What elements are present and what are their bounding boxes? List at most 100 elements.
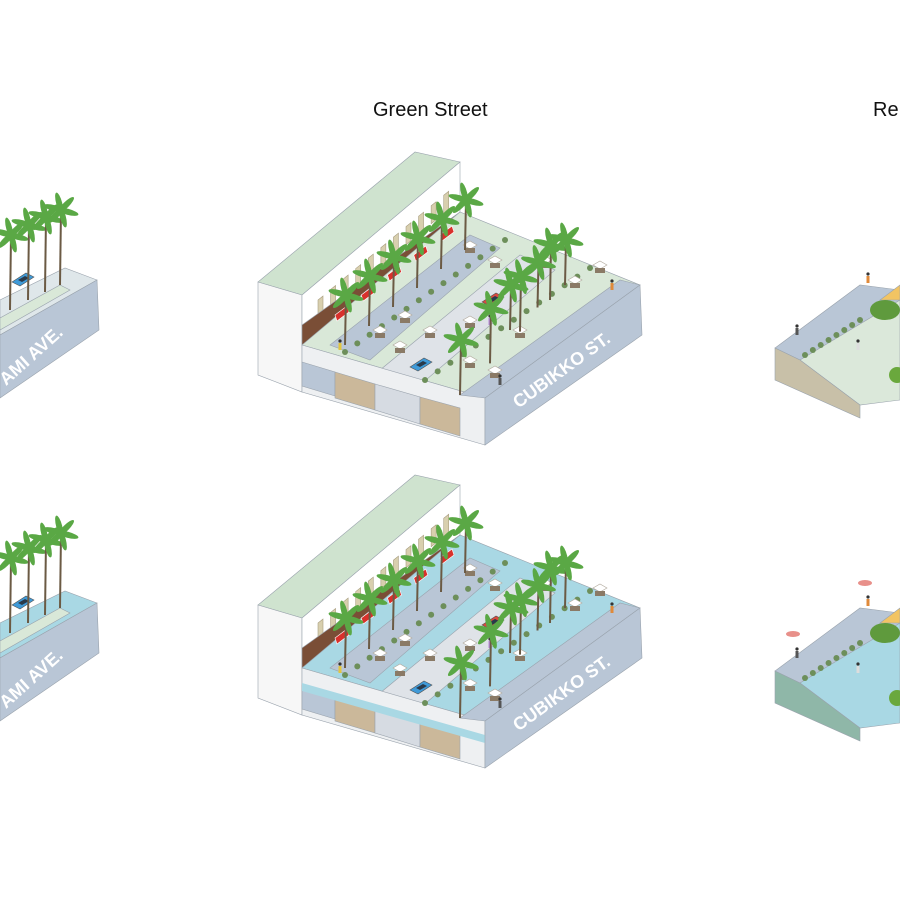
- car-window: [416, 361, 427, 367]
- shrub: [489, 245, 496, 252]
- person-head: [856, 339, 860, 343]
- palm-frond: [57, 196, 75, 214]
- palm-frond: [366, 585, 384, 603]
- palm-frond: [7, 221, 25, 239]
- palm-trunk: [9, 234, 12, 311]
- shrub: [849, 322, 856, 328]
- palm-frond: [7, 544, 25, 562]
- palm-trunk: [59, 532, 62, 609]
- table-base: [395, 671, 405, 676]
- right-tree-cluster: [870, 300, 900, 320]
- palm-frond: [457, 326, 475, 344]
- shrub: [447, 359, 454, 366]
- person-head: [610, 602, 614, 606]
- shrub: [403, 305, 410, 312]
- green-street-dry: CUBIKKO ST.: [257, 151, 643, 446]
- palm-frond: [487, 618, 505, 635]
- umbrella-table: [462, 678, 478, 688]
- palm-trunk: [44, 539, 47, 616]
- shrub: [477, 254, 484, 261]
- palm-tree-crown: [448, 182, 484, 218]
- umbrella-table: [592, 260, 608, 270]
- palm-tree-crown: [473, 290, 509, 326]
- shrub: [440, 280, 447, 287]
- shrub: [809, 347, 816, 353]
- person-head: [338, 339, 342, 343]
- umbrella-table: [462, 638, 478, 648]
- shrub: [489, 568, 496, 575]
- table-base: [490, 586, 500, 591]
- palm-frond: [535, 572, 552, 589]
- shrub: [857, 640, 863, 646]
- shrub: [452, 271, 459, 278]
- left-sidewalk-block: [0, 279, 100, 399]
- palm-frond: [487, 295, 505, 312]
- shrub: [849, 645, 856, 651]
- shrub: [452, 594, 459, 601]
- table-base: [465, 248, 475, 253]
- palm-tree-crown: [0, 217, 29, 253]
- shrub: [523, 631, 530, 638]
- shrub: [817, 665, 824, 671]
- shrub: [440, 603, 447, 610]
- palm-tree-crown: [400, 220, 436, 256]
- palm-trunk: [9, 557, 12, 634]
- shrub: [366, 654, 373, 661]
- table-base: [375, 333, 385, 338]
- right-tree-cluster: [870, 623, 900, 643]
- person-body: [338, 666, 342, 673]
- person-body: [866, 599, 870, 606]
- building-end-wall: [257, 604, 303, 716]
- shrub: [447, 682, 454, 689]
- shrub: [510, 639, 517, 646]
- table-base: [570, 283, 580, 288]
- umbrella-table: [462, 355, 478, 365]
- person-body: [498, 378, 502, 385]
- palm-tree-crown: [521, 245, 556, 280]
- palm-frond: [366, 262, 384, 280]
- palm-frond: [390, 243, 408, 261]
- person-head: [866, 272, 870, 276]
- shrub: [802, 675, 808, 681]
- person-body: [856, 666, 860, 673]
- person-body: [338, 343, 342, 350]
- palm-tree-crown: [328, 277, 364, 313]
- person-body: [498, 701, 502, 708]
- car-window: [416, 684, 427, 690]
- table-base: [400, 318, 410, 323]
- palm-tree-crown: [424, 524, 460, 560]
- palm-frond: [342, 604, 360, 622]
- table-base: [465, 323, 475, 328]
- palm-frond: [57, 519, 75, 537]
- palm-tree-crown: [548, 222, 584, 258]
- palm-frond: [462, 509, 480, 527]
- table-base: [490, 696, 500, 701]
- sidewalk-block-side: [484, 284, 643, 446]
- shrub: [498, 648, 505, 655]
- shrub: [434, 368, 441, 375]
- shrub: [502, 560, 508, 566]
- person-head: [795, 647, 799, 651]
- palm-tree-crown: [493, 267, 529, 303]
- car-window: [18, 599, 29, 605]
- umbrella-table: [372, 325, 388, 335]
- palm-frond: [414, 547, 432, 565]
- person-head: [866, 595, 870, 599]
- shrub: [428, 288, 435, 295]
- palm-frond: [438, 205, 456, 223]
- left-green-strip: [0, 607, 71, 654]
- palm-frond: [390, 566, 408, 584]
- title-green-street: Green Street: [373, 99, 488, 121]
- table-base: [425, 333, 435, 338]
- table-base: [595, 268, 605, 273]
- sidewalk-block-side: [484, 607, 643, 769]
- umbrella-table: [372, 648, 388, 658]
- shrub: [841, 327, 848, 333]
- palm-trunk: [44, 216, 47, 293]
- shrub: [391, 637, 398, 644]
- shrub: [477, 577, 484, 584]
- person-head: [856, 662, 860, 666]
- umbrella: [858, 580, 872, 586]
